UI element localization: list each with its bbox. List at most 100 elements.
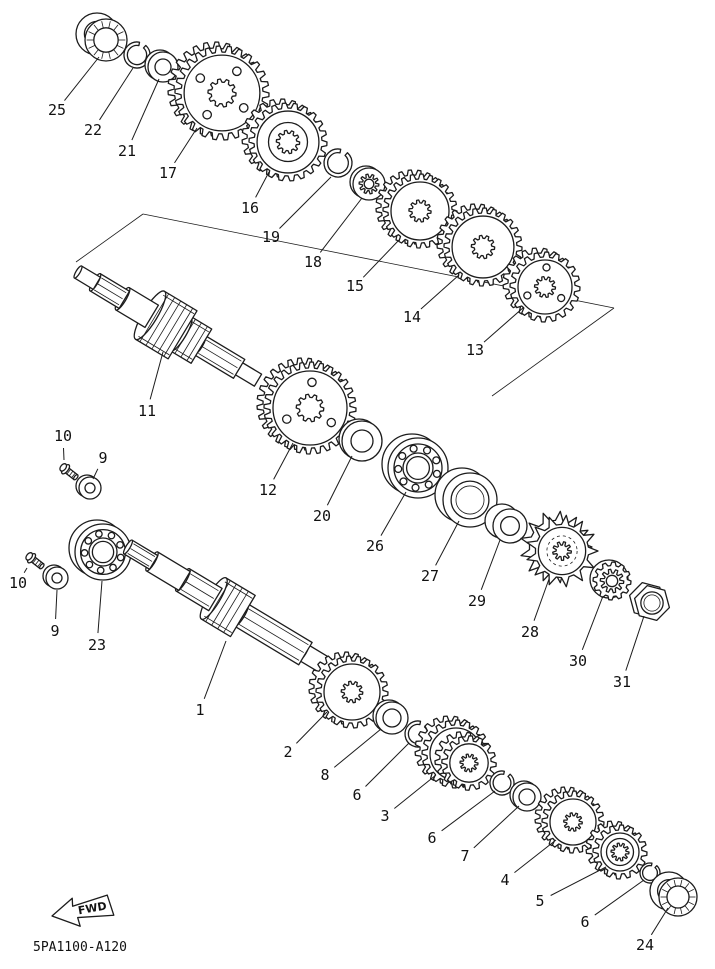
callout-label-12: 12 xyxy=(259,481,277,499)
leader-line xyxy=(594,879,645,916)
leader-line xyxy=(55,589,58,620)
diagram-code: 5PA1100-A120 xyxy=(33,940,127,955)
callout-label-18: 18 xyxy=(304,253,322,271)
ball-bearing-26 xyxy=(381,433,449,499)
callout-label-28: 28 xyxy=(521,623,539,641)
callout-label-19: 19 xyxy=(262,228,280,246)
callout-label-10: 10 xyxy=(54,427,72,445)
washer-8 xyxy=(372,699,409,735)
leader-line xyxy=(333,728,382,768)
leader-line xyxy=(420,274,460,310)
splined-washer-18 xyxy=(349,165,386,201)
callout-label-25: 25 xyxy=(48,101,66,119)
callout-label-6: 6 xyxy=(352,786,361,804)
main-axle-11 xyxy=(73,265,263,387)
leader-line xyxy=(441,790,496,832)
callout-label-24: 24 xyxy=(636,936,654,954)
bolt-10-lower xyxy=(25,552,45,570)
callout-label-13: 13 xyxy=(466,341,484,359)
callout-label-6: 6 xyxy=(427,829,436,847)
leader-line xyxy=(362,239,400,278)
gear-5 xyxy=(585,820,648,880)
leader-line xyxy=(394,774,437,809)
gear-16 xyxy=(241,98,328,182)
nut-31 xyxy=(628,581,671,622)
callout-label-26: 26 xyxy=(366,537,384,555)
leader-line xyxy=(365,742,410,787)
drive-axle-1 xyxy=(122,539,333,675)
callout-label-2: 2 xyxy=(283,743,292,761)
leader-line xyxy=(23,567,28,573)
callout-label-15: 15 xyxy=(346,277,364,295)
leader-line xyxy=(131,78,160,141)
leader-line xyxy=(203,640,227,699)
callout-label-21: 21 xyxy=(118,142,136,160)
callout-label-5: 5 xyxy=(535,892,544,910)
circlip-22 xyxy=(123,41,151,69)
leader-line xyxy=(326,455,353,506)
callout-label-31: 31 xyxy=(613,673,631,691)
lock-washer-30 xyxy=(589,559,632,601)
callout-label-9: 9 xyxy=(50,622,59,640)
leader-line xyxy=(650,907,669,936)
callout-label-4: 4 xyxy=(500,871,509,889)
gear-14 xyxy=(436,203,523,287)
leader-line xyxy=(550,866,607,896)
leader-line xyxy=(255,171,270,198)
leader-line xyxy=(64,56,100,101)
gear-12 xyxy=(256,357,357,455)
washer-20 xyxy=(338,418,383,462)
leader-line xyxy=(62,447,65,461)
leader-line xyxy=(279,176,332,229)
callout-label-30: 30 xyxy=(569,652,587,670)
leader-line xyxy=(319,197,363,253)
washer-7 xyxy=(509,780,542,812)
fwd-direction-indicator: FWD xyxy=(51,894,115,927)
callout-label-23: 23 xyxy=(88,636,106,654)
axis-line xyxy=(75,213,144,263)
leader-line xyxy=(625,615,645,671)
washer-9-upper xyxy=(75,474,102,500)
callout-label-9: 9 xyxy=(98,449,107,467)
callout-label-7: 7 xyxy=(460,847,469,865)
gear-4 xyxy=(534,786,605,854)
collar-29 xyxy=(484,503,528,544)
callout-label-17: 17 xyxy=(159,164,177,182)
leader-line xyxy=(380,491,407,536)
leader-line xyxy=(92,468,99,480)
callout-label-1: 1 xyxy=(195,701,204,719)
needle-bearing-24 xyxy=(649,871,698,917)
bearing-27 xyxy=(434,467,498,528)
callout-label-3: 3 xyxy=(380,807,389,825)
circlip-6-b xyxy=(489,770,515,796)
callout-label-11: 11 xyxy=(138,402,156,420)
needle-bearing-25 xyxy=(75,12,128,62)
gear-13 xyxy=(502,247,581,323)
ball-bearing-23 xyxy=(68,519,132,581)
washer-9-lower xyxy=(42,564,69,590)
leader-line xyxy=(174,127,198,164)
leader-line xyxy=(99,67,134,121)
gear-15 xyxy=(375,169,458,249)
leader-line xyxy=(149,351,164,400)
gear-17 xyxy=(167,41,270,141)
circlip-19 xyxy=(323,148,353,178)
leader-line xyxy=(483,306,525,343)
leader-line xyxy=(296,711,328,744)
sprocket-28 xyxy=(520,510,599,588)
leader-line xyxy=(480,539,501,590)
callout-label-29: 29 xyxy=(468,592,486,610)
leader-line xyxy=(97,580,103,634)
callout-label-10: 10 xyxy=(9,574,27,592)
axis-line xyxy=(491,307,615,397)
callout-label-22: 22 xyxy=(84,121,102,139)
leader-line xyxy=(273,442,294,480)
callout-label-20: 20 xyxy=(313,507,331,525)
callout-label-16: 16 xyxy=(241,199,259,217)
gear-2 xyxy=(308,651,389,729)
callout-label-8: 8 xyxy=(320,766,329,784)
bolt-10-upper xyxy=(59,463,79,481)
leader-line xyxy=(533,578,550,621)
